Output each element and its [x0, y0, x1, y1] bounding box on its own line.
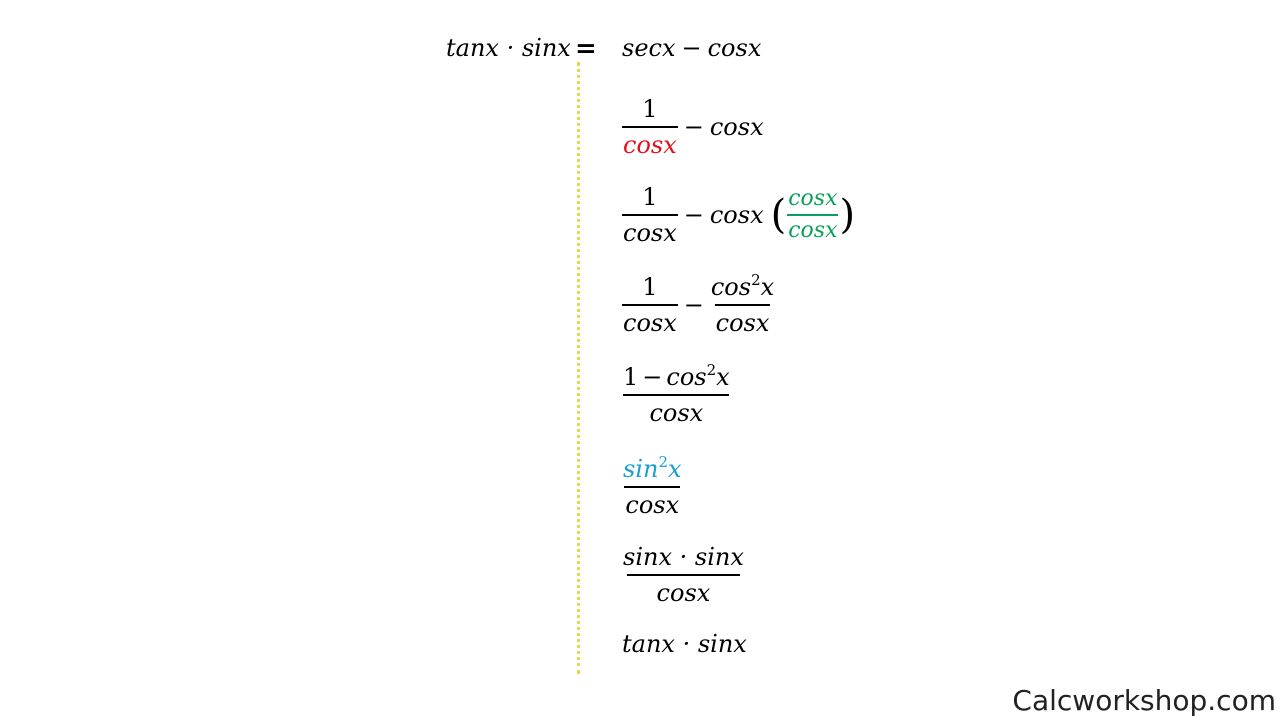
- cos-base: cos: [666, 363, 707, 391]
- step-2-fraction: 1 cosx: [622, 94, 678, 160]
- step-5-fraction: 1−cos2x cosx: [622, 362, 731, 428]
- minus-sign: −: [683, 291, 704, 319]
- cos-base: cos: [710, 273, 752, 301]
- step-8: tanx · sinx: [622, 630, 747, 658]
- equals-sign: =: [575, 34, 597, 64]
- sin-base: sin: [623, 455, 659, 483]
- fraction-numerator: sin2x: [622, 454, 683, 486]
- fraction-denominator: cosx: [714, 304, 771, 338]
- exponent: 2: [751, 271, 761, 289]
- open-paren: (: [770, 192, 787, 238]
- variable: x: [760, 273, 775, 301]
- step-7-fraction: sinx · sinx cosx: [622, 542, 745, 608]
- fraction-denominator: cosx: [624, 486, 681, 520]
- step-1-term-a: secx: [622, 34, 676, 62]
- step-5: 1−cos2x cosx: [622, 362, 731, 428]
- step-1-term-b: cosx: [707, 34, 762, 62]
- step-1: secx − cosx: [622, 34, 761, 62]
- step-7: sinx · sinx cosx: [622, 542, 745, 608]
- multiplier-numerator: cosx: [788, 186, 838, 211]
- step-2: 1 cosx − cosx: [622, 94, 764, 160]
- step-4-fraction-2: cos2x cosx: [710, 272, 775, 338]
- watermark-text: Calcworkshop.com: [1012, 684, 1276, 717]
- minus-sign: −: [681, 34, 702, 62]
- multiplier-denominator: cosx: [787, 214, 839, 244]
- step-3-term-b: cosx: [709, 201, 764, 229]
- fraction-numerator: 1−cos2x: [622, 362, 731, 394]
- variable: x: [716, 363, 730, 391]
- fraction-numerator: 1: [642, 183, 658, 211]
- fraction-denominator: cosx: [623, 394, 730, 428]
- minus-sign: −: [642, 363, 663, 391]
- exponent: 2: [706, 361, 717, 379]
- step-3-fraction: 1 cosx: [622, 182, 678, 248]
- lhs-expression: tanx · sinx: [446, 34, 571, 62]
- fraction-denominator: cosx: [622, 304, 678, 338]
- dotted-divider: [577, 62, 580, 674]
- close-paren: ): [839, 192, 856, 238]
- fraction-numerator: cos2x: [710, 272, 775, 304]
- fraction-denominator: cosx: [622, 126, 678, 160]
- variable: x: [668, 455, 682, 483]
- step-3: 1 cosx − cosx ( cosx cosx ): [622, 182, 856, 248]
- minus-sign: −: [683, 201, 704, 229]
- exponent: 2: [658, 453, 668, 471]
- step-6: sin2x cosx: [622, 454, 683, 520]
- step-8-result: tanx · sinx: [622, 630, 747, 658]
- fraction-numerator: 1: [642, 95, 658, 123]
- step-6-fraction: sin2x cosx: [622, 454, 683, 520]
- minus-sign: −: [683, 113, 704, 141]
- step-4: 1 cosx − cos2x cosx: [622, 272, 775, 338]
- fraction-denominator: cosx: [622, 214, 678, 248]
- step-4-fraction-1: 1 cosx: [622, 272, 678, 338]
- step-3-multiplier-fraction: cosx cosx: [787, 186, 839, 244]
- one: 1: [623, 363, 639, 391]
- fraction-numerator: 1: [642, 273, 658, 301]
- step-2-term-b: cosx: [709, 113, 764, 141]
- fraction-denominator: cosx: [626, 574, 741, 608]
- fraction-numerator: sinx · sinx: [623, 543, 744, 571]
